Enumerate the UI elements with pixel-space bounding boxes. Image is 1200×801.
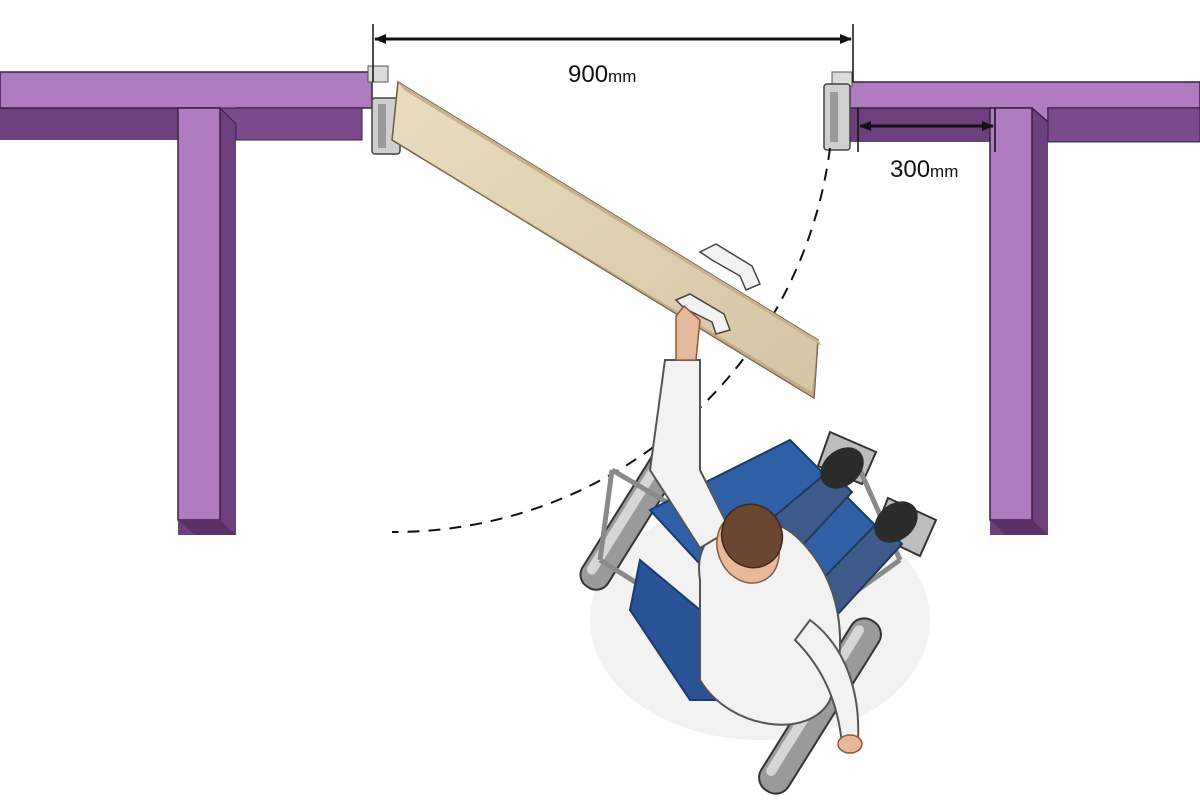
- wheelchair-user: [579, 304, 938, 795]
- right-wall-inner-face: [1047, 107, 1200, 143]
- door-leaf: [391, 80, 822, 400]
- left-wall-inner-face: [218, 107, 363, 141]
- door-width-label: 900mm: [568, 61, 636, 88]
- right-shoe: [874, 501, 918, 543]
- latch-side-frame: [823, 71, 853, 151]
- clearance-label: 300mm: [890, 156, 958, 183]
- latch-side-clearance-dimension: 300mm: [857, 108, 996, 183]
- right-wall-stub-top: [989, 107, 1033, 521]
- left-shoe: [820, 447, 864, 489]
- right-wall: [837, 81, 1200, 535]
- left-wall-stub-end: [178, 520, 236, 535]
- right-wall-stub-end: [990, 520, 1048, 535]
- person-right-hand: [837, 734, 863, 754]
- left-wall-stub-top: [177, 107, 221, 521]
- left-wall: [0, 71, 373, 535]
- person-left-hand: [675, 304, 701, 361]
- person-legs: [768, 447, 918, 616]
- person-hair: [720, 503, 784, 569]
- door-clear-width-dimension: 900mm: [372, 24, 854, 88]
